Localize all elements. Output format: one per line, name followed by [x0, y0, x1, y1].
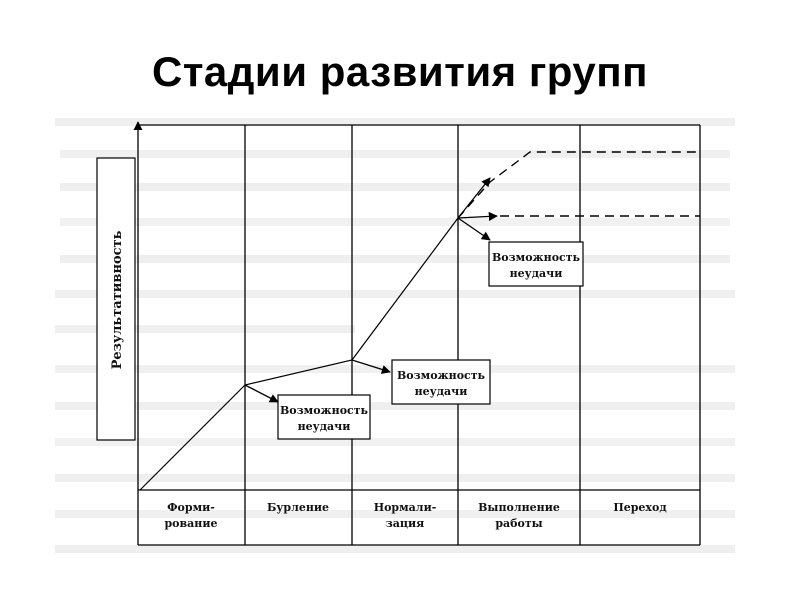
failure-box-performing: Возможность неудачи	[488, 241, 584, 287]
plateau-arrow	[457, 211, 498, 221]
failure-box-norming: Возможность неудачи	[391, 359, 491, 405]
phase-label-performing-1: Выполнение	[478, 501, 560, 514]
rise-arrow	[457, 177, 491, 219]
phase-label-transition: Переход	[613, 501, 666, 514]
phase-labels: Форми- рование Бурление Нормали- зация В…	[164, 501, 666, 530]
phase-label-norming-1: Нормали-	[374, 501, 437, 514]
failure-box-performing-line2: неудачи	[510, 267, 563, 280]
y-axis-label-box	[96, 157, 136, 441]
failure-box-storming-line2: неудачи	[298, 420, 351, 433]
failure-arrow-storming	[244, 384, 279, 403]
y-axis-label: Результативность	[110, 230, 125, 369]
failure-box-norming-line1: Возможность	[397, 369, 486, 382]
failure-box-norming-line2: неудачи	[415, 385, 468, 398]
failure-box-storming-line1: Возможность	[280, 404, 369, 417]
phase-label-formation-2: рование	[164, 517, 217, 530]
phase-label-norming-2: зация	[386, 517, 425, 530]
slide-title: Стадии развития групп	[151, 48, 649, 95]
performance-curve	[139, 217, 459, 491]
chart-frame	[138, 124, 701, 546]
failure-box-performing-line1: Возможность	[492, 251, 581, 264]
phase-label-performing-2: работы	[495, 517, 542, 530]
performance-rise-dashed	[457, 151, 700, 219]
faint-background-text	[55, 118, 735, 553]
phase-label-storming: Бурление	[267, 501, 329, 514]
failure-arrow-norming	[351, 359, 391, 374]
failure-arrow-performing	[457, 217, 491, 241]
phase-label-formation-1: Форми-	[167, 501, 215, 514]
failure-box-storming: Возможность неудачи	[277, 394, 371, 440]
